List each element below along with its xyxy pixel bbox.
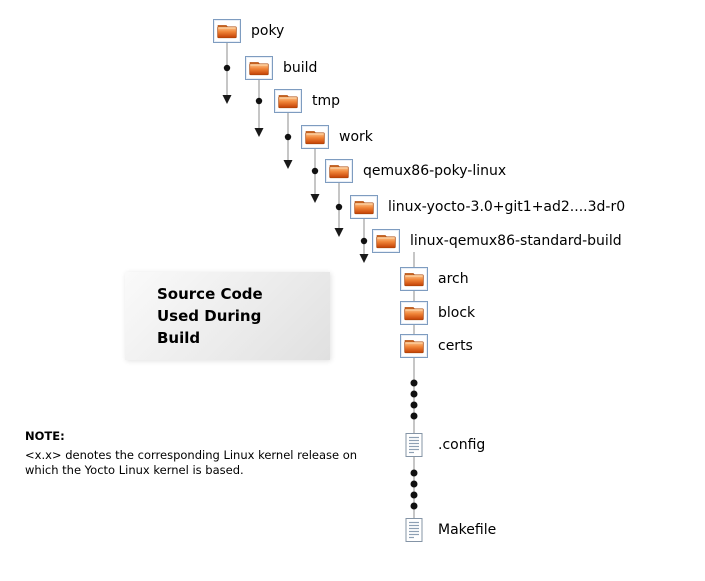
note-heading: NOTE: [25, 429, 65, 443]
folder-icon [400, 301, 428, 325]
connector-dots [223, 64, 368, 245]
tree-node-label: tmp [312, 93, 341, 109]
folder-icon [245, 56, 273, 80]
tree-node-label: linux-qemux86-standard-build [410, 233, 622, 249]
tree-node-label: qemux86-poky-linux [363, 163, 507, 179]
tree-node-certs: certs [400, 334, 473, 358]
tree-node-label: certs [438, 338, 473, 354]
tree-node-label: poky [251, 23, 285, 39]
tree-node-work: work [301, 125, 373, 149]
callout-source-code: Source Code Used During Build [125, 272, 330, 360]
note-line: which the Yocto Linux kernel is based. [25, 463, 244, 477]
tree-node-build: build [245, 56, 317, 80]
connector-arrows [222, 95, 369, 263]
tree-node-label: linux-yocto-3.0+git1+ad2....3d-r0 [388, 199, 626, 215]
callout-line: Source Code [157, 285, 263, 303]
folder-icon [350, 195, 378, 219]
note-line: <x.x> denotes the corresponding Linux ke… [25, 448, 358, 462]
tree-node-block: block [400, 301, 475, 325]
folder-icon [372, 229, 400, 253]
tree-node-qemux86-poky-linux: qemux86-poky-linux [325, 159, 506, 183]
tree-node-label: block [438, 305, 476, 321]
ellipsis-dots [410, 379, 418, 510]
folder-icon [400, 334, 428, 358]
tree-node-makefile: Makefile [400, 518, 496, 542]
tree-node-tmp: tmp [274, 89, 340, 113]
folder-icon [274, 89, 302, 113]
folder-icon [325, 159, 353, 183]
tree-node-linux-yocto: linux-yocto-3.0+git1+ad2....3d-r0 [350, 195, 625, 219]
folder-icon [213, 19, 241, 43]
callout-line: Build [157, 329, 201, 347]
tree-node-label: arch [438, 271, 469, 287]
tree-node-poky: poky [213, 19, 284, 43]
callout-line: Used During [157, 307, 262, 325]
file-icon [400, 433, 428, 457]
folder-icon [301, 125, 329, 149]
tree-node-label: .config [438, 437, 486, 453]
file-icon [400, 518, 428, 542]
tree-node-label: Makefile [438, 522, 497, 538]
tree-node-config: .config [400, 433, 485, 457]
tree-node-label: work [339, 129, 373, 145]
folder-icon [400, 267, 428, 291]
tree-node-label: build [283, 60, 318, 76]
tree-node-arch: arch [400, 267, 469, 291]
note-block: NOTE: <x.x> denotes the corresponding Li… [25, 429, 385, 478]
tree-node-linux-qemux86-standard-build: linux-qemux86-standard-build [372, 229, 622, 253]
